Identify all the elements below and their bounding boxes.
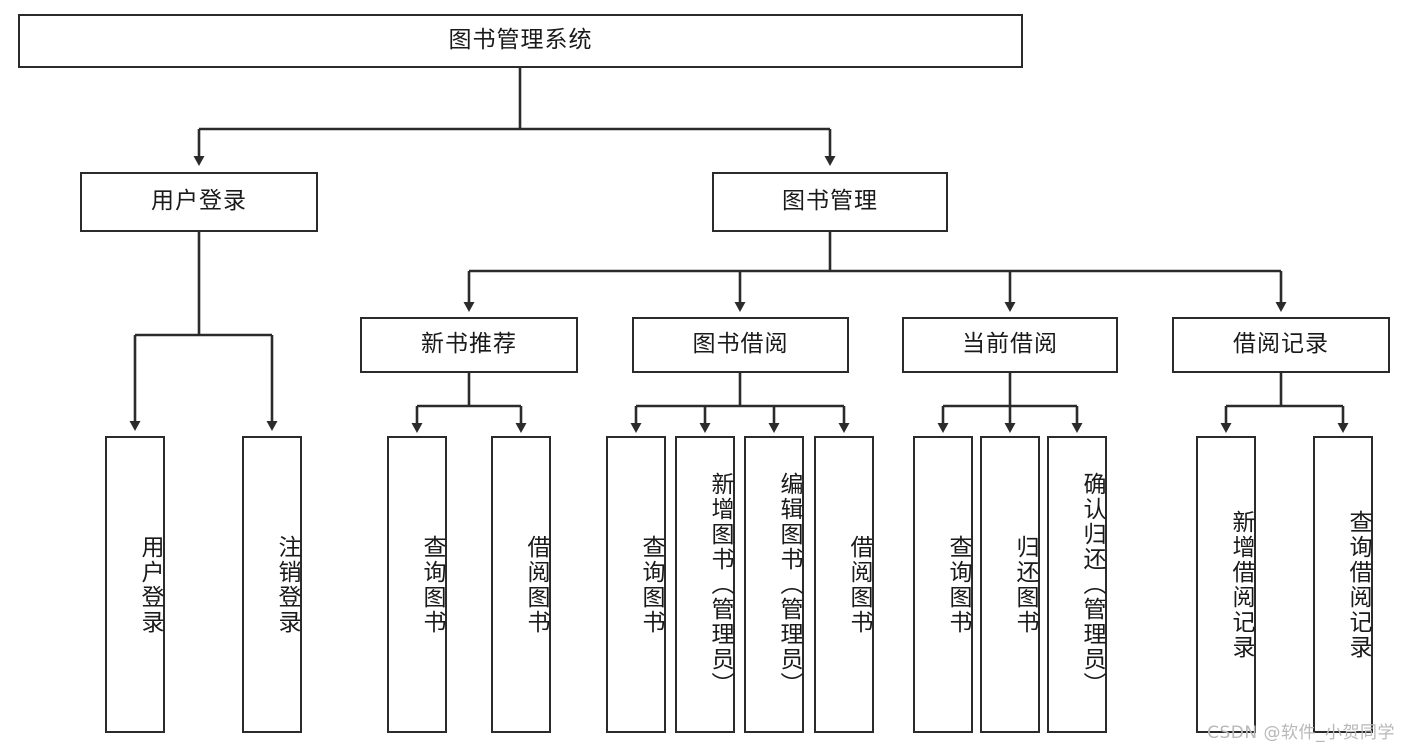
node-label: 用户登录 [137,534,163,635]
node-label: 归还图书 [1012,534,1038,635]
leaf-query-book-current[interactable]: 查询图书 [913,436,973,733]
node-label: 查询借阅记录 [1345,509,1371,660]
node-user-login[interactable]: 用户登录 [80,172,318,232]
leaf-user-login[interactable]: 用户登录 [105,436,165,733]
node-label: 查询图书 [638,534,664,635]
leaf-query-borrow-record[interactable]: 查询借阅记录 [1313,436,1373,733]
node-book-management[interactable]: 图书管理 [712,172,948,232]
leaf-borrow-book-new[interactable]: 借阅图书 [491,436,551,733]
node-label: 查询图书 [419,534,445,635]
leaf-confirm-return-admin[interactable]: 确认归还（管理员） [1047,436,1107,733]
leaf-query-book-new[interactable]: 查询图书 [387,436,447,733]
node-label: 图书管理系统 [448,27,593,54]
node-label: 确认归还（管理员） [1079,472,1105,697]
node-label: 当前借阅 [962,331,1058,358]
node-label: 注销登录 [274,534,300,635]
watermark-text: CSDN @软件_小贺同学 [1207,723,1395,743]
node-new-book-recommend[interactable]: 新书推荐 [360,317,578,373]
node-label: 图书借阅 [692,331,789,358]
node-label: 借阅图书 [846,534,872,635]
node-root-system[interactable]: 图书管理系统 [18,14,1023,68]
node-book-borrow[interactable]: 图书借阅 [632,317,849,373]
leaf-user-logout[interactable]: 注销登录 [242,436,302,733]
leaf-edit-book-admin[interactable]: 编辑图书（管理员） [744,436,804,733]
node-borrow-records[interactable]: 借阅记录 [1172,317,1390,373]
node-current-borrow[interactable]: 当前借阅 [902,317,1118,373]
node-label: 新增图书（管理员） [707,472,733,697]
node-label: 新增借阅记录 [1228,509,1254,660]
leaf-add-book-admin[interactable]: 新增图书（管理员） [675,436,735,733]
leaf-borrow-book[interactable]: 借阅图书 [814,436,874,733]
node-label: 编辑图书（管理员） [776,472,802,697]
node-label: 用户登录 [151,188,247,215]
node-label: 查询图书 [945,534,971,635]
node-label: 借阅图书 [523,534,549,635]
leaf-query-book-borrow[interactable]: 查询图书 [606,436,666,733]
node-label: 借阅记录 [1233,331,1329,358]
leaf-add-borrow-record[interactable]: 新增借阅记录 [1196,436,1256,733]
node-label: 新书推荐 [421,331,517,358]
leaf-return-book[interactable]: 归还图书 [980,436,1040,733]
node-label: 图书管理 [782,188,878,215]
